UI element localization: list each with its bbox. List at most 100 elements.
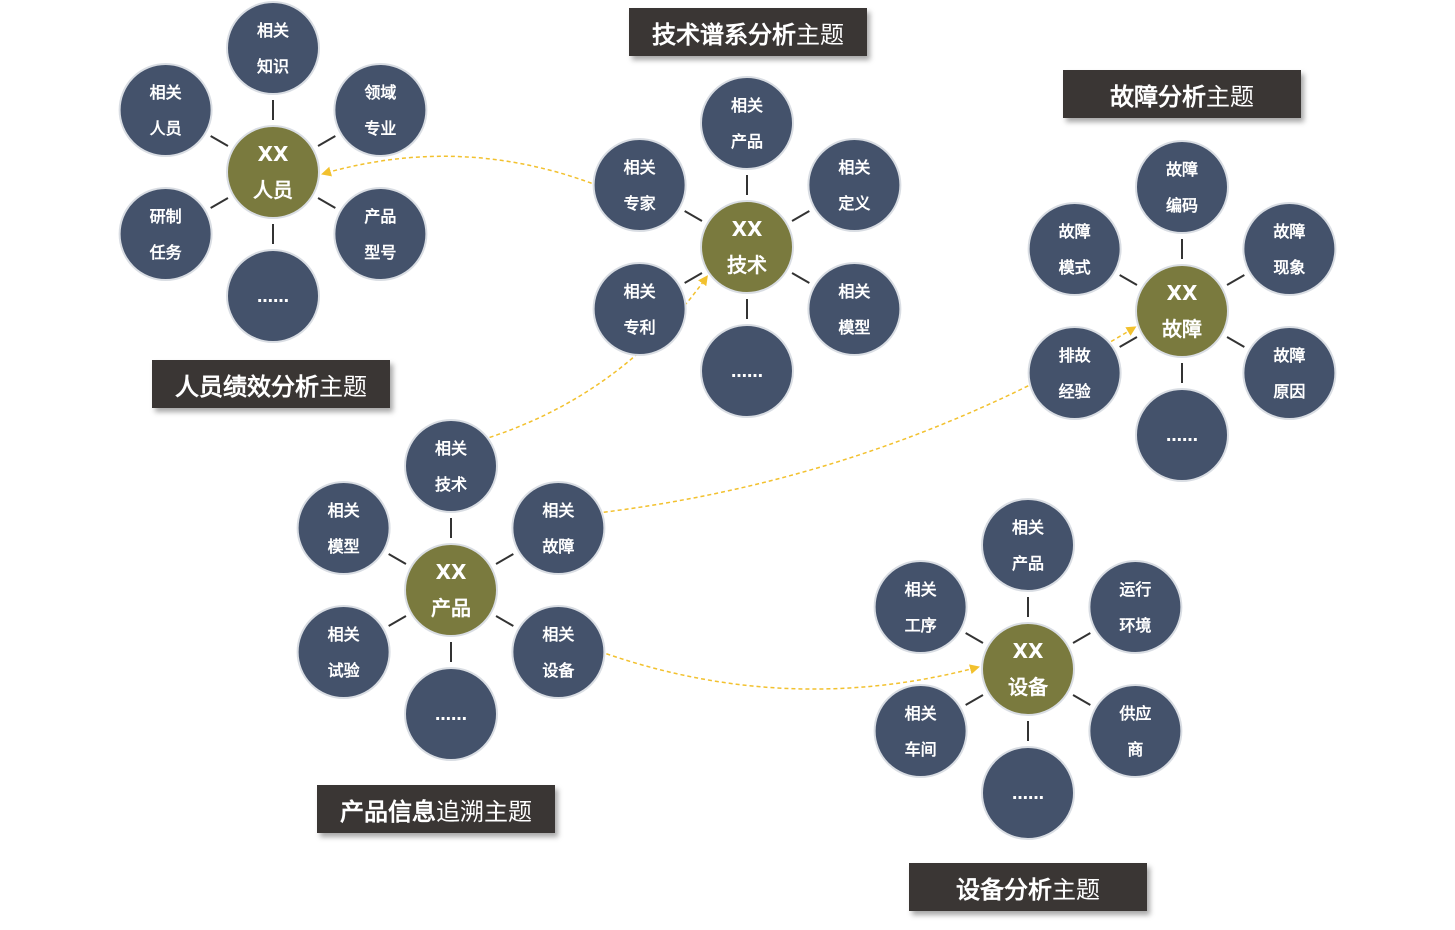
title-normal-part: 追溯主题 — [436, 797, 532, 826]
satellite-label: 车间 — [905, 740, 937, 759]
spoke-line — [965, 632, 984, 644]
title-fault-analysis: 故障分析主题 — [1063, 70, 1301, 118]
satellite-node[interactable]: …… — [1135, 388, 1229, 482]
satellite-label: 供应 — [1118, 704, 1151, 723]
center-label: 设备 — [1008, 675, 1049, 699]
satellite-label: 定义 — [837, 194, 870, 213]
satellite-label: 模型 — [838, 318, 870, 337]
satellite-node[interactable]: …… — [404, 667, 498, 761]
satellite-label: 运行 — [1119, 580, 1151, 599]
center-label: XX — [1167, 281, 1198, 305]
spoke-line — [1226, 336, 1245, 348]
title-normal-part: 主题 — [1206, 82, 1254, 111]
connection-arrow — [606, 653, 980, 690]
satellite-label: 相关 — [624, 158, 656, 177]
satellite-node[interactable]: …… — [981, 746, 1075, 840]
satellite-label: 相关 — [435, 439, 467, 458]
satellite-label: 设备 — [542, 661, 575, 680]
satellite-node[interactable]: …… — [700, 324, 794, 418]
satellite-label: 原因 — [1273, 382, 1305, 401]
satellite-label: 故障 — [1273, 222, 1305, 241]
center-label: XX — [258, 142, 289, 166]
center-circle — [226, 125, 320, 219]
center-label: XX — [1013, 639, 1044, 663]
satellite-label: 人员 — [150, 119, 182, 138]
satellite-circle — [226, 1, 320, 95]
title-bold-part: 故障分析 — [1110, 82, 1206, 111]
center-circle — [1135, 264, 1229, 358]
satellite-circle — [1088, 684, 1183, 778]
satellite-circle — [511, 481, 606, 575]
satellite-label: 相关 — [624, 282, 656, 301]
connection-arrow — [321, 155, 592, 185]
satellite-node[interactable]: …… — [226, 249, 320, 343]
satellite-circle — [807, 262, 902, 356]
spoke-line — [684, 272, 703, 284]
center-circle — [700, 200, 794, 294]
center-label: 人员 — [253, 178, 293, 202]
spoke-line — [495, 615, 514, 627]
satellite-circle — [296, 605, 391, 699]
center-node-equipment[interactable]: XX 设备 — [981, 622, 1075, 716]
title-normal-part: 主题 — [796, 20, 844, 49]
satellite-label: 任务 — [149, 243, 183, 262]
satellite-node[interactable]: 供应商 — [1088, 684, 1183, 778]
satellite-label: 故障 — [1166, 160, 1198, 179]
satellite-circle — [118, 187, 213, 281]
satellite-label: 产品 — [731, 132, 763, 151]
satellite-label: 试验 — [328, 661, 361, 680]
title-bold-part: 产品信息 — [340, 797, 436, 826]
satellite-label: 故障 — [1273, 346, 1305, 365]
satellite-circle — [118, 63, 213, 157]
satellite-label: 相关 — [1012, 518, 1044, 537]
spoke-line — [1119, 336, 1138, 348]
satellite-label: 相关 — [838, 282, 870, 301]
center-circle — [981, 622, 1075, 716]
title-bold-part: 人员绩效分析 — [175, 372, 319, 401]
spoke-line — [791, 272, 810, 284]
title-equipment-analysis: 设备分析主题 — [909, 863, 1147, 911]
satellite-label: …… — [1012, 784, 1044, 803]
satellite-label: 相关 — [328, 501, 360, 520]
satellite-label: 相关 — [731, 96, 763, 115]
satellite-label: 相关 — [328, 625, 360, 644]
satellite-label: 相关 — [542, 625, 574, 644]
satellite-circle — [404, 667, 498, 761]
satellite-label: 工序 — [905, 616, 937, 635]
center-node-personnel[interactable]: XX 人员 — [226, 125, 320, 219]
satellite-circle — [1027, 326, 1122, 420]
satellite-label: 相关 — [905, 704, 937, 723]
spoke-line — [1072, 694, 1091, 706]
title-product-traceability: 产品信息追溯主题 — [317, 785, 555, 833]
satellite-circle — [296, 481, 391, 575]
